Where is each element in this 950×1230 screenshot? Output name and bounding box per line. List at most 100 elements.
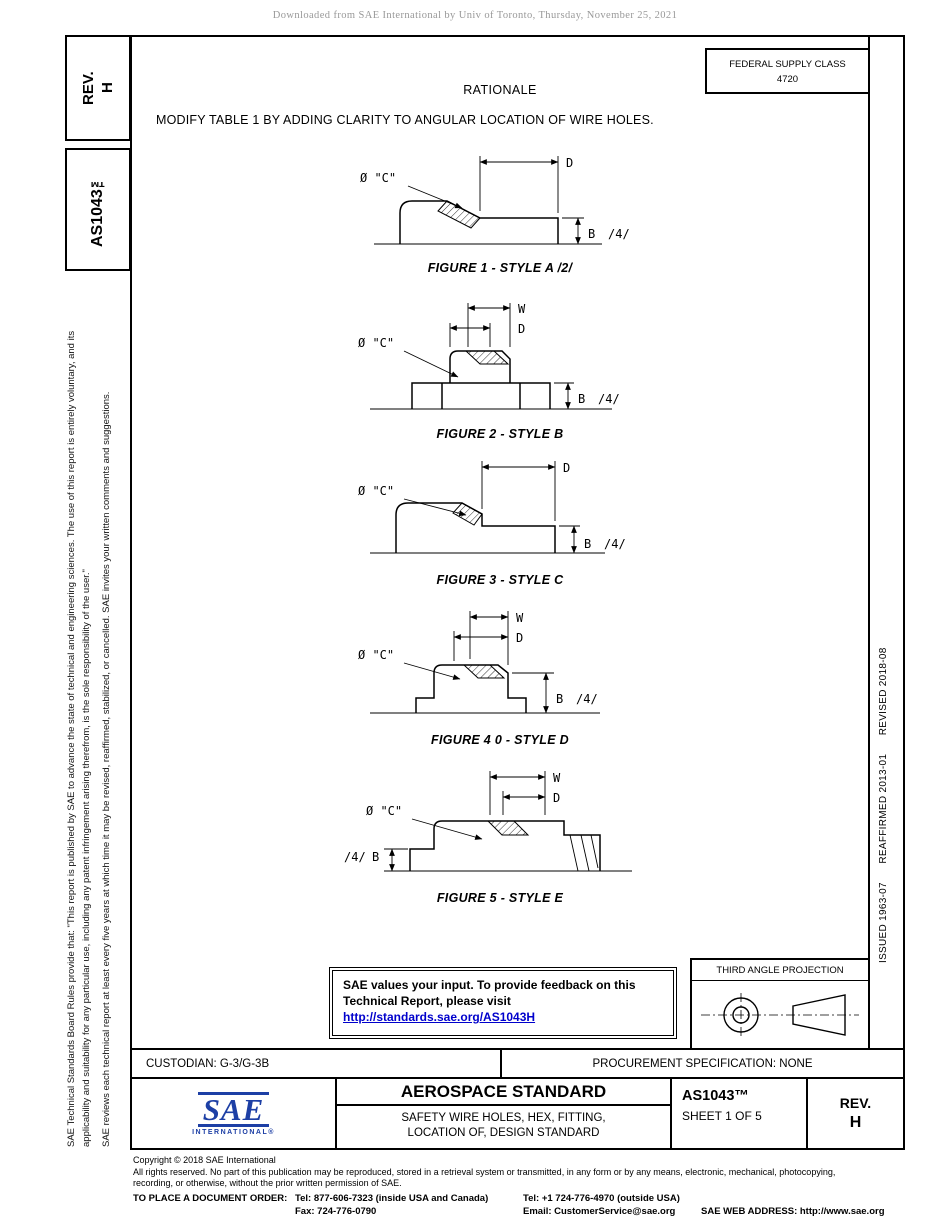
rationale-text: MODIFY TABLE 1 BY ADDING CLARITY TO ANGU… bbox=[156, 113, 654, 127]
document-number: AS1043™ bbox=[682, 1088, 749, 1104]
order-tel-inside: Tel: 877-606-7323 (inside USA and Canada… bbox=[295, 1192, 489, 1204]
rights-line2: recording, or otherwise, without the pri… bbox=[133, 1178, 402, 1188]
sheet-number: SHEET 1 OF 5 bbox=[682, 1109, 762, 1123]
figure-5: W D Ø "C" /4/ B FIGURE 5 - STYLE E bbox=[132, 763, 868, 905]
third-angle-projection-symbol bbox=[692, 981, 868, 1044]
custodian-cell: CUSTODIAN: G-3/G-3B bbox=[132, 1050, 502, 1077]
figure-4-caption: FIGURE 4 0 - STYLE D bbox=[431, 733, 569, 747]
fig3-d-label: D bbox=[563, 461, 570, 475]
footer: Copyright © 2018 SAE International All r… bbox=[133, 1155, 938, 1218]
fig2-body bbox=[370, 350, 612, 410]
order-web: SAE WEB ADDRESS: http://www.sae.org bbox=[701, 1205, 885, 1217]
sidebar-rev-box: REV. H bbox=[65, 35, 131, 141]
fig3-dimensions: D Ø "C" B /4/ bbox=[358, 461, 626, 554]
third-angle-projection-box: THIRD ANGLE PROJECTION bbox=[690, 958, 868, 1050]
feedback-line1: SAE values your input. To provide feedba… bbox=[343, 978, 636, 992]
feedback-link[interactable]: http://standards.sae.org/AS1043H bbox=[343, 1010, 536, 1024]
revision-history-strip: ISSUED 1963-07 REAFFIRMED 2013-01 REVISE… bbox=[868, 37, 903, 1048]
fig5-d-label: D bbox=[553, 791, 560, 805]
fig4-dimensions: W D Ø "C" B /4/ bbox=[358, 611, 598, 714]
fig3-body bbox=[370, 502, 605, 554]
fig2-b-label: B bbox=[578, 392, 585, 406]
feedback-line2: Technical Report, please visit bbox=[343, 994, 511, 1008]
figure-5-drawing: W D Ø "C" /4/ B bbox=[344, 771, 632, 872]
sidebar-rev-label: REV. bbox=[80, 71, 97, 105]
figure-1-drawing: D Ø "C" B /4/ bbox=[360, 156, 630, 245]
document-number-cell: AS1043™ SHEET 1 OF 5 bbox=[672, 1079, 808, 1148]
fig5-b-label: B bbox=[372, 850, 379, 864]
sae-logo-text: SAE bbox=[197, 1091, 270, 1127]
fig4-flag-label: /4/ bbox=[576, 692, 598, 706]
sidebar-review-text: SAE reviews each technical report at lea… bbox=[101, 391, 112, 1147]
standard-type-heading: AEROSPACE STANDARD bbox=[337, 1079, 670, 1106]
custodian-row: CUSTODIAN: G-3/G-3B PROCUREMENT SPECIFIC… bbox=[132, 1048, 903, 1077]
title-block: SAE INTERNATIONAL® AEROSPACE STANDARD SA… bbox=[132, 1077, 903, 1148]
order-label: TO PLACE A DOCUMENT ORDER: bbox=[133, 1192, 288, 1204]
figure-3: D Ø "C" B /4/ FIGURE 3 - STYLE C bbox=[132, 451, 868, 587]
sidebar-rev-value: H bbox=[99, 82, 116, 94]
figure-1-caption: FIGURE 1 - STYLE A /2/ bbox=[427, 261, 573, 275]
sidebar-doc-number: AS1043™ bbox=[89, 172, 106, 247]
sae-logo-subtext: INTERNATIONAL® bbox=[192, 1128, 275, 1136]
order-fax: Fax: 724-776-0790 bbox=[295, 1205, 377, 1217]
feedback-box: SAE values your input. To provide feedba… bbox=[328, 966, 678, 1040]
standard-title-cell: AEROSPACE STANDARD SAFETY WIRE HOLES, HE… bbox=[337, 1079, 672, 1148]
figure-5-caption: FIGURE 5 - STYLE E bbox=[436, 891, 564, 905]
fig2-w-label: W bbox=[518, 302, 526, 316]
projection-symbol-drawing bbox=[701, 993, 859, 1037]
fig2-flag-label: /4/ bbox=[598, 392, 620, 406]
fig5-c-label: Ø "C" bbox=[366, 804, 402, 818]
fig1-dimensions: D Ø "C" B /4/ bbox=[360, 156, 630, 245]
federal-supply-class-value: 4720 bbox=[776, 74, 799, 85]
fig1-body bbox=[374, 200, 602, 245]
fig3-b-label: B bbox=[584, 537, 591, 551]
fig2-dimensions: W D Ø "C" B /4/ bbox=[358, 302, 620, 410]
fig1-flag-label: /4/ bbox=[608, 227, 630, 241]
figure-4-drawing: W D Ø "C" B /4/ bbox=[358, 611, 600, 714]
figure-2-caption: FIGURE 2 - STYLE B bbox=[436, 427, 564, 441]
document-order-block: TO PLACE A DOCUMENT ORDER: Tel: 877-606-… bbox=[133, 1192, 938, 1218]
rights-line1: All rights reserved. No part of this pub… bbox=[133, 1166, 836, 1177]
fig1-d-label: D bbox=[566, 156, 573, 170]
figure-4: W D Ø "C" B /4/ FIGURE 4 0 - STYLE D bbox=[132, 603, 868, 747]
figure-1: D Ø "C" B /4/ FIGURE 1 - STYLE A /2/ bbox=[132, 141, 868, 275]
figure-3-caption: FIGURE 3 - STYLE C bbox=[436, 573, 564, 587]
sidebar-rev-text: REV. H bbox=[79, 37, 117, 139]
fig4-b-label: B bbox=[556, 692, 563, 706]
fig5-dimensions: W D Ø "C" /4/ B bbox=[344, 771, 561, 872]
federal-supply-class-label: FEDERAL SUPPLY CLASS bbox=[729, 59, 846, 70]
document-frame: FEDERAL SUPPLY CLASS 4720 RATIONALE MODI… bbox=[130, 35, 905, 1150]
fig4-w-label: W bbox=[516, 611, 524, 625]
fig4-c-label: Ø "C" bbox=[358, 648, 394, 662]
fig4-body bbox=[370, 664, 600, 714]
revision-label: REV. bbox=[839, 1095, 872, 1111]
order-email: Email: CustomerService@sae.org bbox=[523, 1205, 676, 1217]
sidebar-disclaimer-text: SAE Technical Standards Board Rules prov… bbox=[66, 330, 92, 1147]
standard-title-line2: LOCATION OF, DESIGN STANDARD bbox=[407, 1127, 600, 1139]
copyright-line: Copyright © 2018 SAE International bbox=[133, 1155, 276, 1165]
figure-3-drawing: D Ø "C" B /4/ bbox=[358, 461, 626, 554]
fig1-b-label: B bbox=[588, 227, 595, 241]
order-tel-outside: Tel: +1 724-776-4970 (outside USA) bbox=[523, 1192, 680, 1204]
figure-2: W D Ø "C" B /4/ FIGURE 2 - STYLE B bbox=[132, 295, 868, 441]
download-notice: Downloaded from SAE International by Uni… bbox=[272, 10, 678, 21]
sidebar-doc-number-box: AS1043™ bbox=[65, 148, 131, 271]
fig5-body bbox=[384, 820, 632, 872]
fig3-flag-label: /4/ bbox=[604, 537, 626, 551]
fig2-c-label: Ø "C" bbox=[358, 336, 394, 350]
standard-title-line1: SAFETY WIRE HOLES, HEX, FITTING, bbox=[401, 1112, 606, 1124]
fig5-flag-label: /4/ bbox=[344, 850, 366, 864]
fig5-w-label: W bbox=[553, 771, 561, 785]
revision-value: H bbox=[849, 1114, 862, 1131]
figure-2-drawing: W D Ø "C" B /4/ bbox=[358, 302, 620, 410]
fig2-d-label: D bbox=[518, 322, 525, 336]
revision-history-text: ISSUED 1963-07 REAFFIRMED 2013-01 REVISE… bbox=[878, 647, 889, 963]
sae-logo: SAE INTERNATIONAL® bbox=[132, 1079, 337, 1148]
rationale-heading: RATIONALE bbox=[463, 83, 537, 97]
revision-cell: REV. H bbox=[808, 1079, 903, 1148]
third-angle-projection-label: THIRD ANGLE PROJECTION bbox=[692, 960, 868, 981]
fig4-d-label: D bbox=[516, 631, 523, 645]
fig3-c-label: Ø "C" bbox=[358, 484, 394, 498]
fig1-c-label: Ø "C" bbox=[360, 171, 396, 185]
